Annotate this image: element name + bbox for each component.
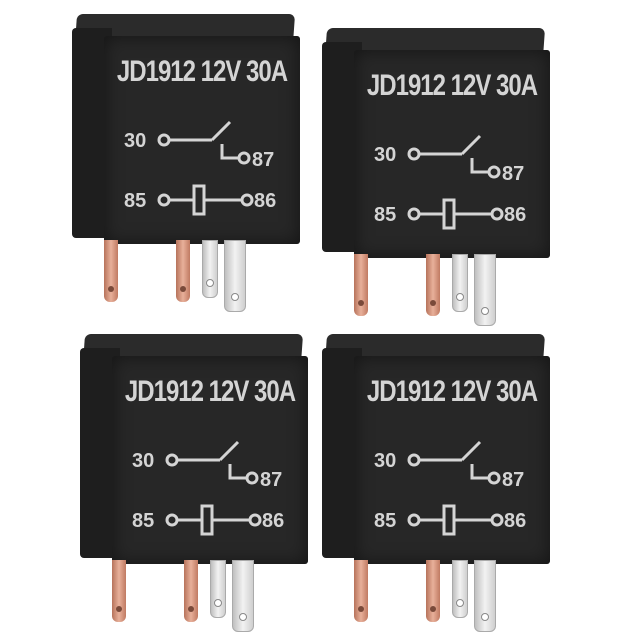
terminal-pin-copper xyxy=(354,560,368,622)
terminal-pin-copper xyxy=(426,254,440,316)
svg-text:85: 85 xyxy=(374,204,396,226)
svg-text:86: 86 xyxy=(504,204,526,226)
terminal-pin-copper xyxy=(426,560,440,622)
svg-text:85: 85 xyxy=(124,190,146,212)
terminal-pin-silver xyxy=(202,240,218,298)
relay-housing-front: JD1912 12V 30A 30 87 85 86 xyxy=(112,356,308,564)
terminal-pin-silver xyxy=(452,560,468,618)
relay-housing-front: JD1912 12V 30A 30 87 85 86 xyxy=(104,36,300,244)
relay-schematic-icon: 30 87 85 86 xyxy=(132,440,284,536)
terminal-pin-copper xyxy=(184,560,198,622)
svg-text:30: 30 xyxy=(374,144,396,166)
svg-text:30: 30 xyxy=(374,450,396,472)
relay-bottom-right: JD1912 12V 30A 30 87 85 86 xyxy=(322,334,562,634)
terminal-pin-silver xyxy=(232,560,254,632)
svg-text:87: 87 xyxy=(502,469,524,491)
relay-schematic-icon: 30 87 85 86 xyxy=(124,120,276,216)
svg-text:30: 30 xyxy=(132,450,154,472)
svg-text:85: 85 xyxy=(374,510,396,532)
terminal-pin-copper xyxy=(354,254,368,316)
terminal-pin-silver xyxy=(210,560,226,618)
relay-housing-front: JD1912 12V 30A 30 87 85 86 xyxy=(354,50,550,258)
relay-housing-front: JD1912 12V 30A 30 87 85 86 xyxy=(354,356,550,564)
relay-schematic-icon: 30 87 85 86 xyxy=(374,440,526,536)
terminal-pin-silver xyxy=(224,240,246,312)
svg-text:85: 85 xyxy=(132,510,154,532)
svg-text:86: 86 xyxy=(262,510,284,532)
svg-text:30: 30 xyxy=(124,130,146,152)
svg-text:87: 87 xyxy=(502,163,524,185)
svg-text:87: 87 xyxy=(260,469,282,491)
relay-model-label: JD1912 12V 30A xyxy=(366,374,538,409)
relay-model-label: JD1912 12V 30A xyxy=(124,374,296,409)
terminal-pin-copper xyxy=(176,240,190,302)
relay-top-left: JD1912 12V 30A 30 87 85 86 xyxy=(72,14,312,314)
relay-bottom-left: JD1912 12V 30A 30 87 85 86 xyxy=(80,334,320,634)
terminal-pin-copper xyxy=(112,560,126,622)
relay-model-label: JD1912 12V 30A xyxy=(366,68,538,103)
terminal-pin-silver xyxy=(474,560,496,632)
relay-schematic-icon: 30 87 85 86 xyxy=(374,134,526,230)
svg-text:87: 87 xyxy=(252,149,274,171)
relay-top-right: JD1912 12V 30A 30 87 85 86 xyxy=(322,28,562,328)
terminal-pin-silver xyxy=(452,254,468,312)
terminal-pin-copper xyxy=(104,240,118,302)
svg-text:86: 86 xyxy=(504,510,526,532)
svg-text:86: 86 xyxy=(254,190,276,212)
terminal-pin-silver xyxy=(474,254,496,326)
relay-model-label: JD1912 12V 30A xyxy=(116,54,288,89)
